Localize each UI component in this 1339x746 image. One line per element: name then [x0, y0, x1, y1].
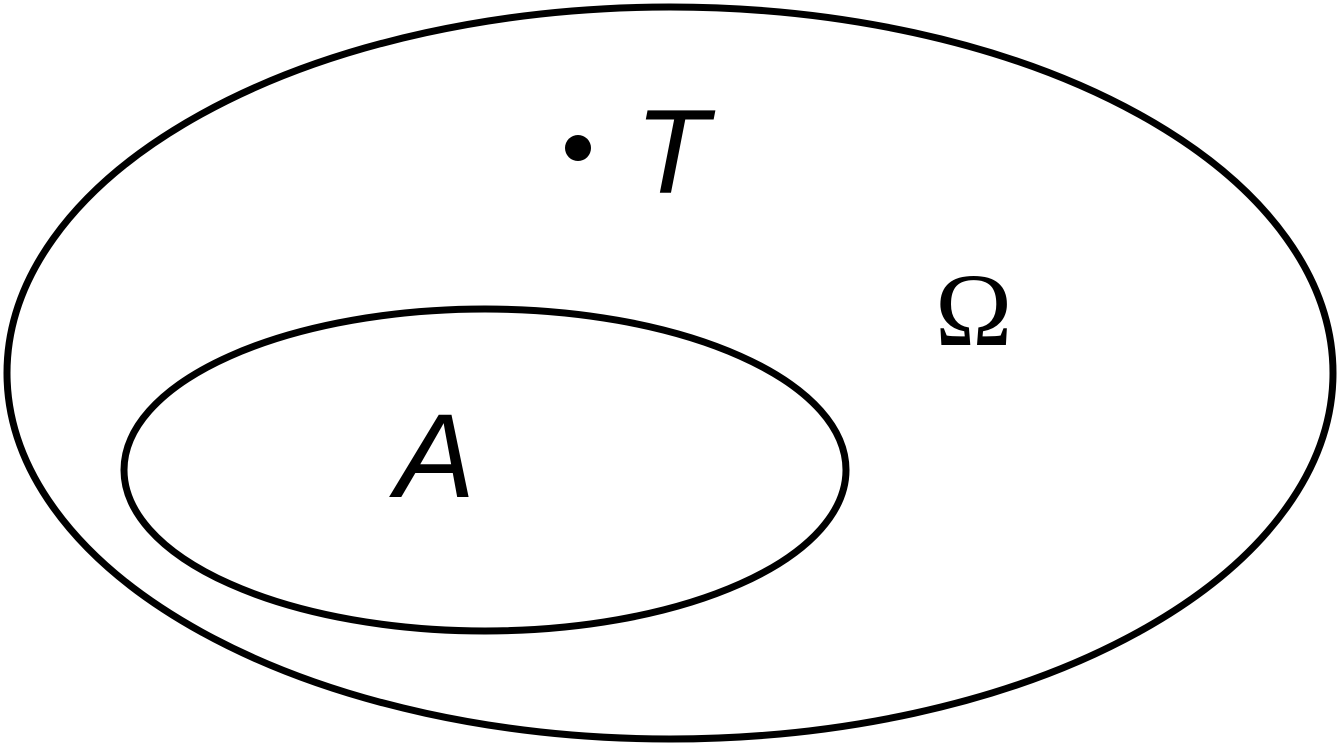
point-t-label: T [635, 85, 716, 219]
outer-set-omega-label: Ω [935, 253, 1012, 368]
point-t-marker [565, 135, 591, 161]
outer-set-omega-boundary [3, 3, 1337, 743]
inner-set-a-label: A [389, 389, 475, 523]
inner-set-a-boundary [120, 305, 850, 635]
